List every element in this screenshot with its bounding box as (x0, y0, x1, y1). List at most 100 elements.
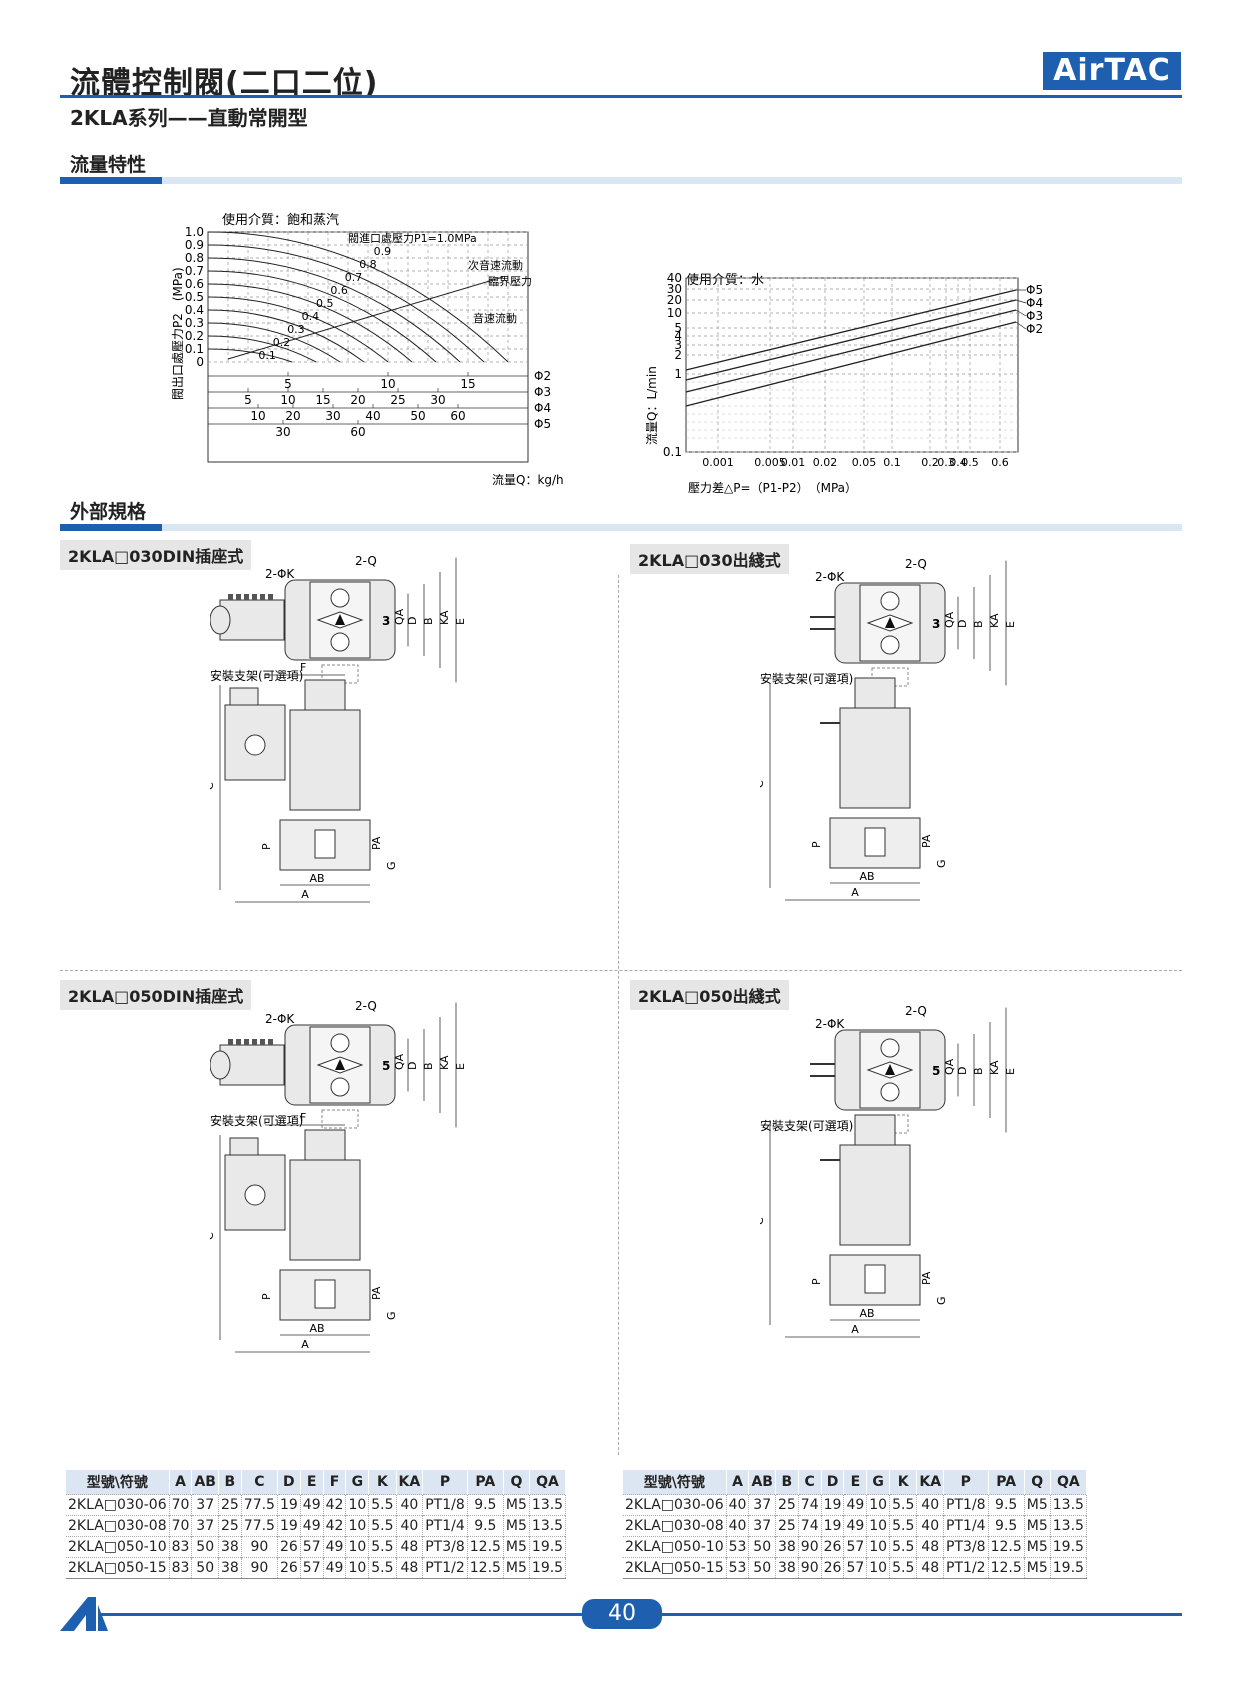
pressure-curve (207, 283, 413, 363)
table-cell: 57 (300, 1557, 324, 1579)
outlet-port (314, 829, 336, 859)
mount-hole-icon (330, 588, 350, 608)
table-cell: 37 (748, 1494, 776, 1516)
dimension-label: G (935, 1296, 948, 1305)
dimension-label: 2-Q (355, 554, 377, 568)
table-cell: 9.5 (467, 1494, 504, 1516)
flow-row-label: Φ5 (534, 417, 551, 431)
y-tick-label: 0.3 (185, 316, 204, 330)
connector-gland (229, 687, 259, 706)
header-rule (60, 95, 1182, 98)
flow-tick-label: 30 (430, 393, 445, 407)
table-cell: 19 (277, 1494, 301, 1516)
pressure-curve (207, 348, 293, 363)
drawing-title-030-wire: 2KLA□030出綫式 (630, 544, 789, 574)
table-cell: 49 (843, 1494, 868, 1516)
mount-hole-icon (880, 591, 900, 611)
table-cell: 49 (843, 1515, 868, 1537)
dimension-label: C (760, 1217, 766, 1225)
series-line (685, 321, 1017, 407)
leader-line (1015, 299, 1027, 304)
table-cell: 48 (396, 1557, 424, 1579)
dimension-label: P (260, 1293, 273, 1300)
y-tick-label: 2 (674, 348, 682, 362)
dimension-label: AB (309, 1322, 324, 1335)
table-header-cell: AB (748, 1470, 776, 1495)
table-cell: 40 (396, 1494, 424, 1516)
bracket-outline (321, 1109, 359, 1129)
drawing-title-050-wire: 2KLA□050出綫式 (630, 980, 789, 1010)
y-tick-label: 40 (667, 271, 682, 285)
y-tick-label: 0.2 (185, 329, 204, 343)
section-bar (60, 177, 1182, 184)
dimension-label: E (454, 1063, 467, 1070)
table-cell: 48 (396, 1536, 424, 1558)
y-tick-label: 0.9 (185, 238, 204, 252)
flow-tick-label: 10 (250, 409, 265, 423)
pressure-curve (207, 309, 365, 363)
table-header-cell: G (866, 1470, 891, 1495)
table-cell: 19 (277, 1515, 301, 1537)
curve-label: 0.8 (359, 258, 377, 271)
table-cell: 19.5 (529, 1536, 567, 1558)
table-cell: 19 (821, 1494, 845, 1516)
connector-gland (229, 1137, 259, 1156)
table-cell: 50 (748, 1557, 776, 1579)
table-cell: 26 (821, 1536, 845, 1558)
y-tick-label: 5 (674, 321, 682, 335)
side-view: CPPAGABA (760, 1114, 948, 1338)
dimension-label: B (422, 617, 435, 625)
table-header-cell: 型號\符號 (623, 1470, 727, 1495)
y-tick-label: 0.7 (185, 264, 204, 278)
table-cell: 2KLA□030-06 (66, 1494, 170, 1516)
steam-flow-chart: 使用介質：飽和蒸汽 1.00.90.80.70.60.50.40.30.20.1… (171, 212, 564, 487)
table-header-cell: C (798, 1470, 822, 1495)
table-cell: 90 (241, 1536, 278, 1558)
mount-hole-icon (330, 1077, 350, 1097)
curve-label: 0.9 (374, 245, 392, 258)
bracket-label: 安裝支架(可選項) (210, 1113, 303, 1128)
dimension-label: G (385, 1311, 398, 1320)
table-header-cell: A (726, 1470, 750, 1495)
table-cell: M5 (503, 1557, 530, 1579)
x-tick-label: 0.05 (852, 456, 877, 469)
connector-rib (260, 594, 265, 600)
annotation-label: 臨界壓力 (488, 275, 532, 288)
series-label: Φ2 (1026, 322, 1043, 336)
dimension-label: G (935, 859, 948, 868)
flow-tick-label: 60 (450, 409, 465, 423)
annotation-label: 音速流動 (473, 311, 517, 325)
coil-cap (854, 1114, 896, 1146)
table-cell: 2KLA□050-10 (623, 1536, 727, 1558)
dimension-label: PA (370, 836, 383, 850)
table-cell: 13.5 (529, 1515, 567, 1537)
chart-left-xlabel: 流量Q：kg/h (492, 473, 564, 487)
table-header-cell: K (889, 1470, 918, 1495)
page-subtitle: 2KLA系列——直動常開型 (70, 106, 308, 130)
dimension-label: AB (309, 872, 324, 885)
chart-left-ylabel: 閥出口處壓力P2 (MPa) (171, 267, 185, 400)
chart-right-medium: 使用介質：水 (686, 272, 764, 288)
table-header-cell: A (169, 1470, 193, 1495)
arrow-head-icon (885, 617, 895, 628)
pressure-curve (207, 296, 389, 363)
table-cell: 19.5 (1050, 1536, 1087, 1558)
dimension-label: B (422, 1062, 435, 1070)
x-tick-label: 0.005 (754, 456, 786, 469)
mount-hole-icon (330, 1033, 350, 1053)
outlet-port (864, 827, 886, 857)
section-bar (60, 524, 1182, 531)
table-cell: 19.5 (529, 1557, 567, 1579)
table-cell: 25 (218, 1515, 242, 1537)
table-cell: 2KLA□050-15 (623, 1557, 727, 1579)
flow-tick-label: 20 (285, 409, 300, 423)
bracket-label: 安裝支架(可選項) (760, 671, 853, 686)
dimension-label: KA (988, 613, 1001, 628)
table-cell: 90 (241, 1557, 278, 1579)
dimension-label: E (1004, 621, 1017, 628)
